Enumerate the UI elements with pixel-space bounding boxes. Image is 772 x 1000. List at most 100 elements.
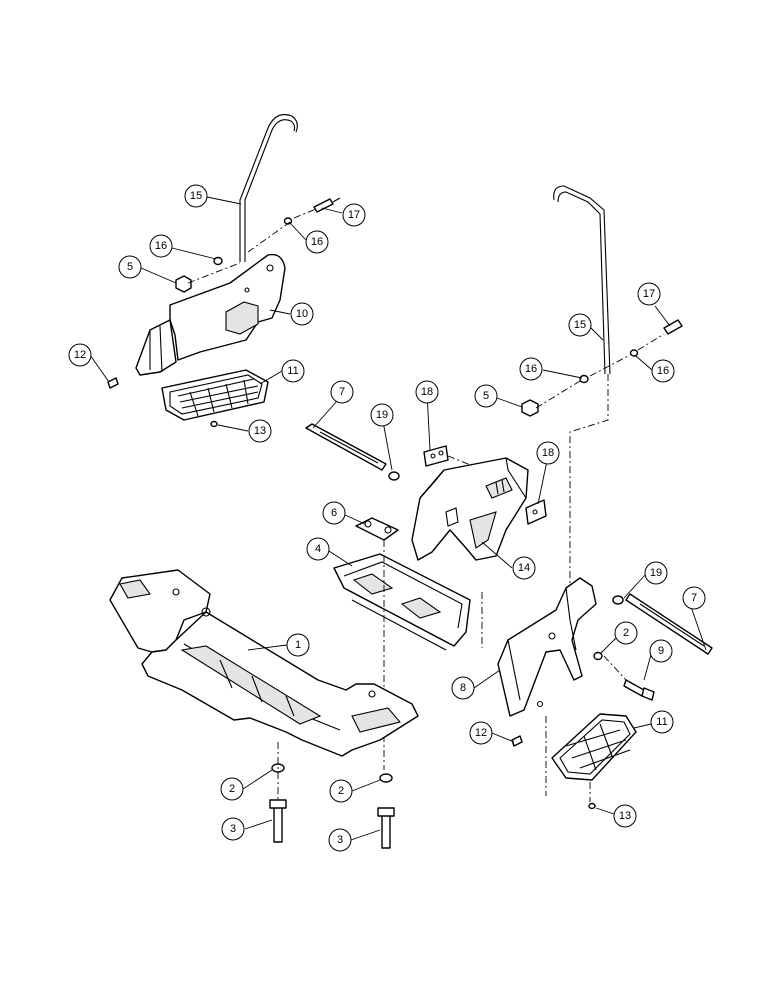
svg-text:2: 2: [229, 783, 235, 795]
svg-text:11: 11: [287, 365, 298, 377]
callout-5-right: 5: [474, 384, 498, 408]
callout-16-left-b: 16: [305, 230, 329, 254]
svg-text:19: 19: [650, 567, 662, 579]
svg-text:16: 16: [525, 363, 537, 375]
svg-text:16: 16: [311, 236, 323, 248]
upper-plate-18: [423, 445, 449, 467]
bolt-9: [623, 679, 655, 701]
svg-text:18: 18: [542, 447, 554, 459]
right-nut-5: [521, 399, 539, 417]
callout-15-right: 15: [568, 313, 592, 337]
callout-10: 10: [290, 302, 314, 326]
left-bolt-3: [269, 799, 287, 843]
right-handrail: [553, 185, 611, 375]
svg-text:17: 17: [348, 209, 360, 221]
right-step-bracket: [497, 577, 597, 717]
left-screw-12: [107, 377, 119, 389]
svg-text:11: 11: [656, 716, 667, 728]
svg-text:12: 12: [475, 727, 487, 739]
callout-7-right: 7: [682, 586, 706, 610]
svg-text:16: 16: [155, 240, 167, 252]
step-weight-4: [333, 553, 471, 651]
callout-4: 4: [306, 537, 330, 561]
svg-text:13: 13: [619, 810, 631, 822]
svg-text:2: 2: [623, 627, 629, 639]
svg-text:15: 15: [190, 190, 202, 202]
right-washer-16b: [579, 374, 589, 384]
callout-19-right: 19: [644, 561, 668, 585]
left-step-tread: [161, 369, 269, 421]
callout-2-center: 2: [329, 779, 353, 803]
callout-19-left: 19: [370, 403, 394, 427]
svg-text:16: 16: [657, 365, 669, 377]
main-frame-1: [109, 569, 419, 757]
svg-text:7: 7: [691, 592, 697, 604]
svg-text:6: 6: [331, 507, 337, 519]
right-bolt-17: [663, 319, 683, 335]
leader-lines: [89, 196, 707, 841]
callout-3-center: 3: [328, 828, 352, 852]
svg-text:9: 9: [658, 645, 664, 657]
callout-5-left: 5: [118, 255, 142, 279]
right-tie-rod-7: [625, 593, 713, 655]
left-screw-13: [210, 420, 218, 428]
svg-text:13: 13: [254, 425, 266, 437]
center-bolt-3: [377, 807, 395, 849]
svg-text:3: 3: [337, 834, 343, 846]
callout-6: 6: [322, 501, 346, 525]
left-tie-rod-7: [305, 423, 387, 471]
callout-9: 9: [649, 639, 673, 663]
callout-2-right: 2: [614, 621, 638, 645]
svg-text:14: 14: [518, 562, 530, 574]
callout-12-right: 12: [469, 721, 493, 745]
right-washer-19: [612, 595, 624, 605]
callout-12-left: 12: [68, 343, 92, 367]
callout-7-left: 7: [330, 380, 354, 404]
right-step-tread: [551, 713, 637, 781]
svg-text:1: 1: [295, 639, 301, 651]
callout-17-left: 17: [342, 203, 366, 227]
center-washer-2: [379, 773, 393, 783]
callout-8: 8: [451, 676, 475, 700]
left-bolt-17: [313, 197, 341, 213]
left-step-bracket: [135, 253, 286, 376]
callout-14: 14: [512, 556, 536, 580]
counterweight-14: [411, 457, 529, 561]
right-screw-12: [511, 735, 523, 747]
callout-13-left: 13: [248, 419, 272, 443]
svg-text:15: 15: [574, 319, 586, 331]
svg-text:18: 18: [421, 386, 433, 398]
right-washer-16a: [629, 349, 639, 357]
svg-text:2: 2: [338, 785, 344, 797]
callout-16-right-b: 16: [651, 359, 675, 383]
clamp-block-6: [355, 517, 399, 541]
svg-text:5: 5: [127, 261, 133, 273]
svg-text:5: 5: [483, 390, 489, 402]
callout-3-left: 3: [221, 817, 245, 841]
svg-text:12: 12: [74, 349, 86, 361]
left-handrail: [239, 113, 298, 262]
svg-text:19: 19: [376, 409, 388, 421]
left-nut-5: [175, 275, 192, 293]
svg-text:10: 10: [296, 308, 308, 320]
callout-11-right: 11: [650, 710, 674, 734]
svg-text:8: 8: [460, 682, 466, 694]
callout-18-upper: 18: [415, 380, 439, 404]
callout-17-right: 17: [637, 282, 661, 306]
callout-1: 1: [286, 633, 310, 657]
callout-13-right: 13: [613, 804, 637, 828]
callout-16-right-a: 16: [519, 357, 543, 381]
right-plate-18: [525, 499, 547, 525]
callout-18-right: 18: [536, 441, 560, 465]
callout-16-left-a: 16: [149, 234, 173, 258]
callout-11-left: 11: [281, 359, 305, 383]
svg-text:7: 7: [339, 386, 345, 398]
right-washer-2: [593, 651, 603, 661]
left-washer-16b: [213, 256, 223, 266]
left-washer-19: [388, 471, 400, 481]
right-screw-13: [588, 802, 596, 810]
svg-text:3: 3: [230, 823, 236, 835]
svg-text:4: 4: [315, 543, 321, 555]
svg-text:17: 17: [643, 288, 655, 300]
